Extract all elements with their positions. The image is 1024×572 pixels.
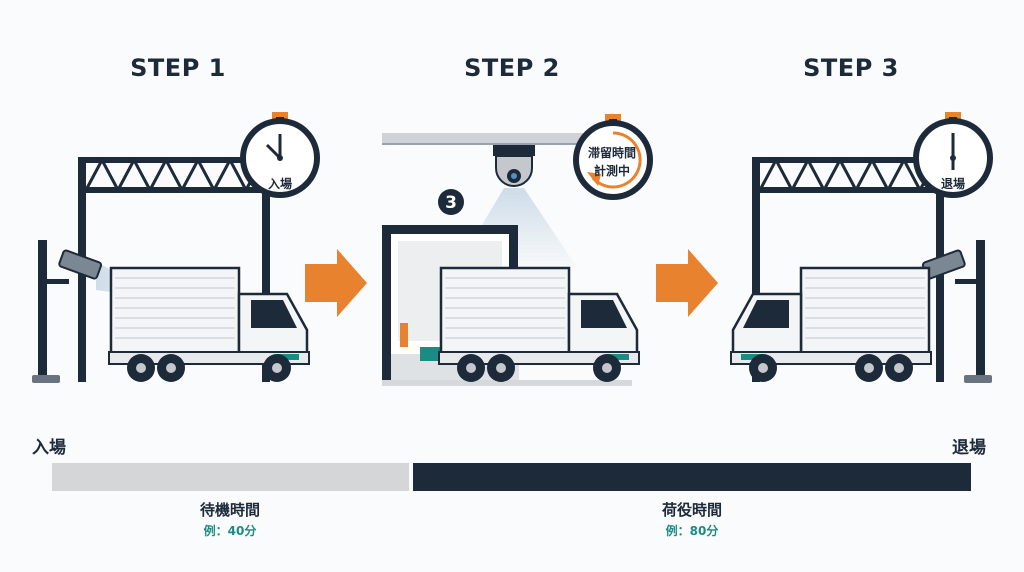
loading-time-bar [413, 463, 971, 491]
step1-camera-icon [58, 249, 103, 280]
dock-number: 3 [445, 193, 457, 213]
waiting-time-label: 待機時間 [199, 501, 260, 519]
step1-clock-label: 入場 [268, 176, 292, 191]
arrow-1-icon [305, 249, 367, 317]
step3-stopwatch-icon [916, 112, 990, 195]
timeline-end-label: 退場 [952, 438, 986, 458]
dock-number-badge [438, 189, 464, 215]
step2-clock-label-line2: 計測中 [594, 163, 630, 178]
timeline-start-label: 入場 [32, 438, 66, 458]
step2-ceiling [382, 133, 638, 156]
step1-stopwatch-icon [243, 112, 317, 195]
waiting-time-example: 例：40分 [203, 524, 257, 538]
step1-title: STEP 1 [130, 54, 226, 82]
arrow-2-icon [656, 249, 718, 317]
step2-stopwatch-icon [576, 114, 650, 197]
process-illustration: 入場 3 滞留時間 計測中 [32, 0, 1024, 386]
step2-truck [437, 266, 641, 384]
loading-time-example: 例：80分 [665, 524, 719, 538]
step2-clock-label-line1: 滞留時間 [588, 145, 636, 160]
step3-title: STEP 3 [803, 54, 899, 82]
step3-clock-label: 退場 [941, 176, 965, 191]
waiting-time-bar [52, 463, 409, 491]
loading-time-label: 荷役時間 [661, 501, 722, 519]
step3-truck [729, 266, 933, 384]
step2-title: STEP 2 [464, 54, 560, 82]
step1-truck [107, 266, 311, 384]
